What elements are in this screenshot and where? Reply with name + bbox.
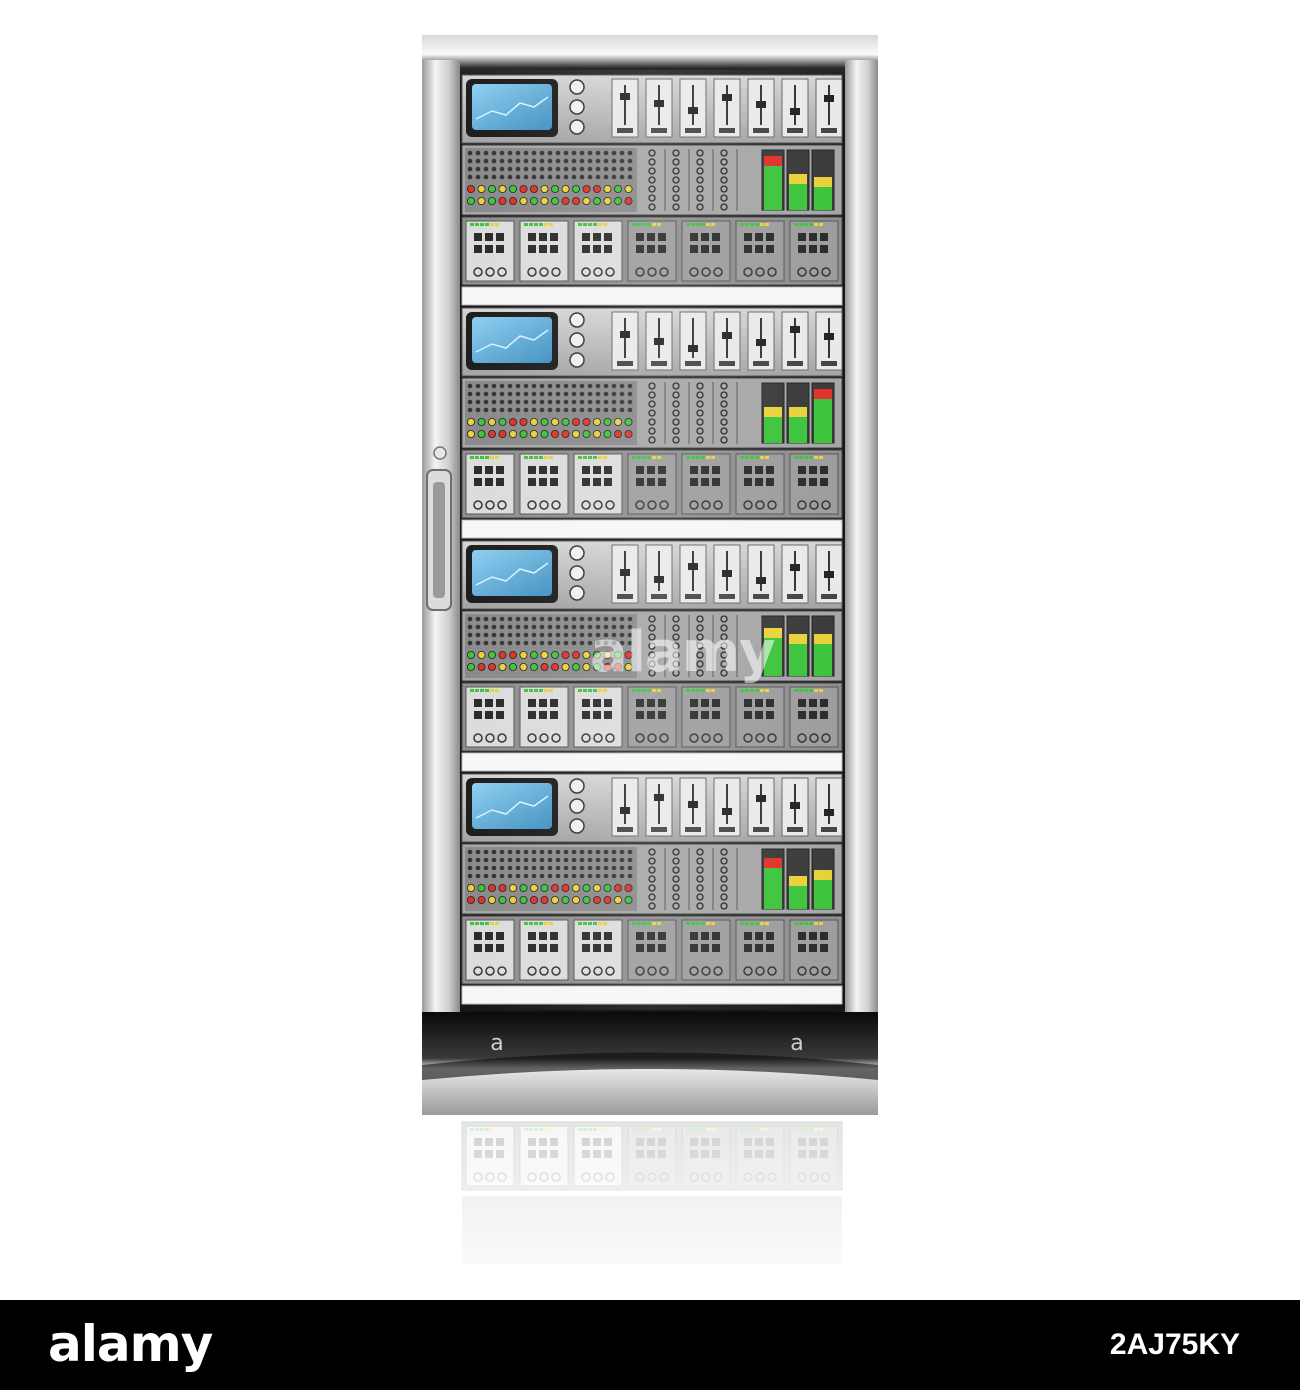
door-handle: [426, 446, 452, 611]
rack-right-frame: [845, 60, 878, 1020]
brand-logo: alamy: [48, 1315, 213, 1373]
base-screw-icon: a: [790, 1031, 803, 1056]
glass-door-sheen: [460, 70, 845, 1010]
image-id: 2AJ75KY: [1109, 1328, 1240, 1361]
footer-bar: alamy 2AJ75KY: [0, 1300, 1300, 1390]
server-rack-photo: a a: [400, 35, 900, 1300]
base-screw-icon: a: [490, 1031, 503, 1056]
door-lock-icon: [433, 446, 447, 460]
